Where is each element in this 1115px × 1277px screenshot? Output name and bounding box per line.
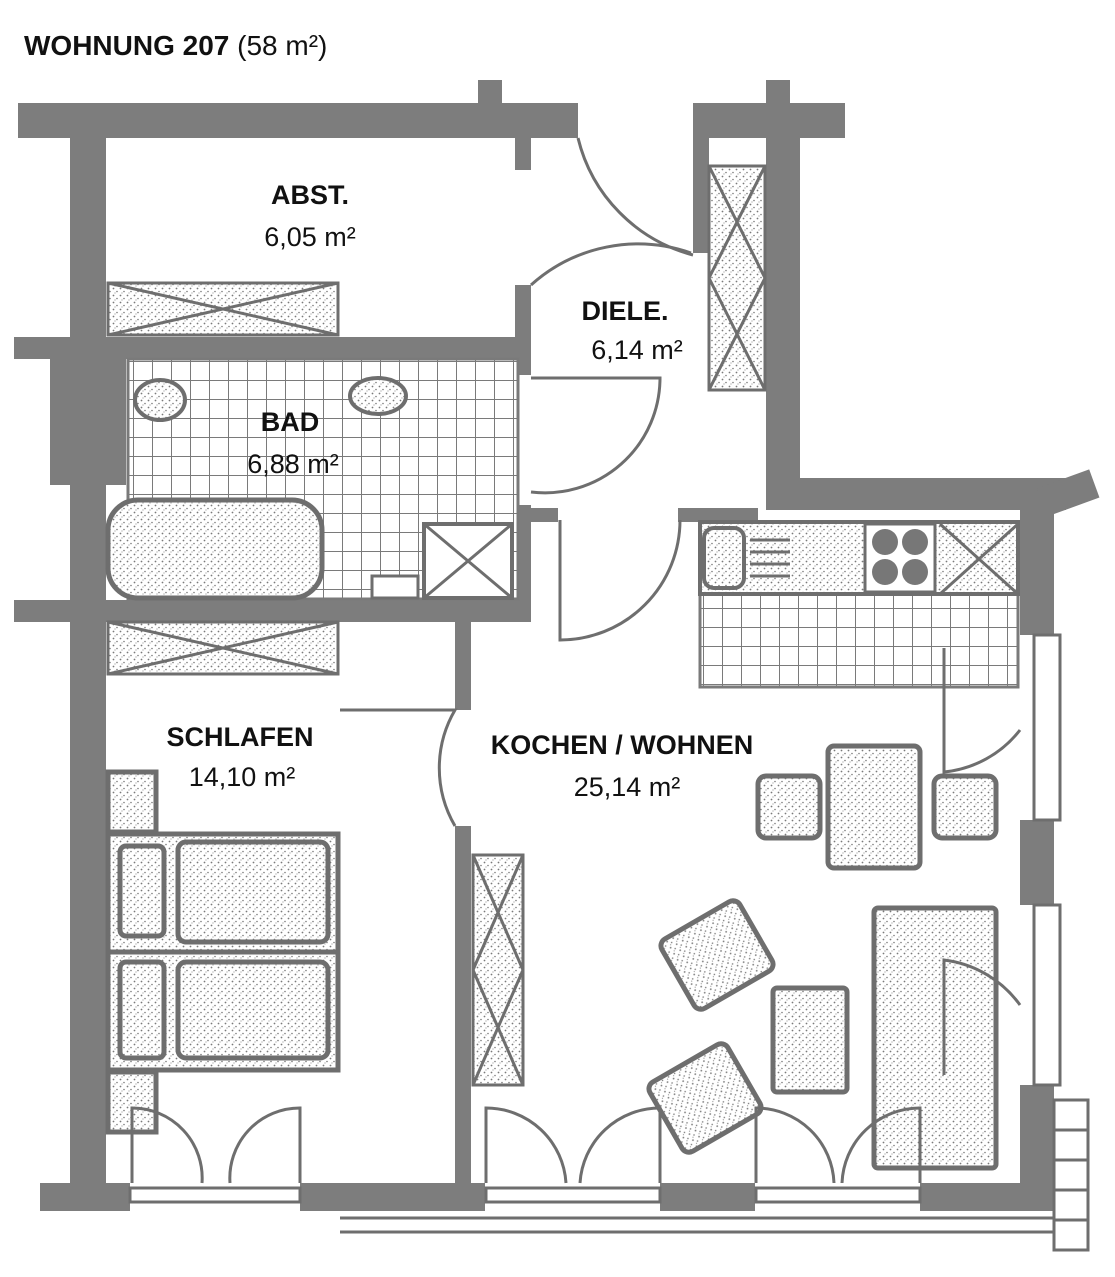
room-name-diele: DIELE. (581, 296, 668, 326)
built-in-cabinets (106, 164, 767, 1087)
bathroom-fixtures (105, 357, 520, 601)
kitchen-counter (698, 520, 1020, 689)
room-area-kochen-wohnen: 25,14 m² (574, 772, 681, 802)
apartment-name: WOHNUNG 207 (24, 30, 230, 61)
room-name-kochen-wohnen: KOCHEN / WOHNEN (491, 730, 754, 760)
room-name-schlafen: SCHLAFEN (167, 722, 314, 752)
walls (14, 80, 1100, 1211)
door-swings (130, 137, 1022, 1184)
room-name-abst: ABST. (271, 180, 349, 210)
apartment-area: (58 m²) (237, 30, 328, 61)
room-name-bad: BAD (261, 407, 320, 437)
room-labels: ABST. 6,05 m² DIELE. 6,14 m² BAD 6,88 m²… (167, 180, 754, 802)
room-area-bad: 6,88 m² (247, 449, 339, 479)
room-area-diele: 6,14 m² (591, 335, 683, 365)
windows (128, 633, 1090, 1252)
room-area-abst: 6,05 m² (264, 222, 356, 252)
room-area-schlafen: 14,10 m² (189, 762, 296, 792)
furniture (105, 743, 999, 1171)
plan-title: WOHNUNG 207 (58 m²) (24, 30, 327, 62)
